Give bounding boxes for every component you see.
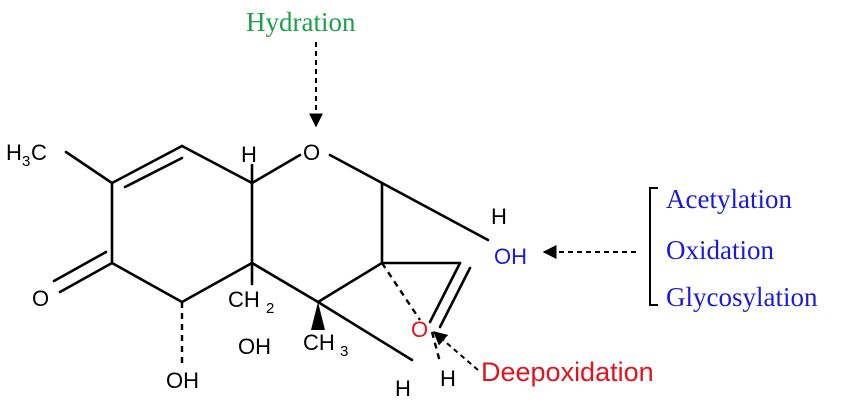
ketone-bond-1 [58, 261, 114, 294]
oxidation-label: Oxidation [666, 235, 774, 265]
methyl-c: C [31, 140, 47, 165]
ch2-sub: 2 [266, 300, 274, 317]
ch3-sub: 3 [340, 343, 348, 360]
ring-a-bond-4 [180, 261, 254, 304]
h-bottom-2: H [440, 366, 456, 391]
methyl-sub: 3 [22, 153, 30, 170]
epoxide-dashed-bond [381, 262, 421, 321]
ring-a-bond-5 [110, 261, 184, 304]
hydration-label: Hydration [246, 7, 356, 37]
ring-a-bond-1 [110, 144, 184, 185]
ring-oxygen: O [303, 140, 320, 165]
epoxide-bond-3 [438, 266, 472, 329]
epoxide-bond-2 [428, 261, 462, 324]
c2-side-bond [380, 181, 490, 242]
epoxide-oxygen: O [411, 317, 428, 342]
c13-bond [316, 300, 414, 362]
ring-b-bond-1 [250, 153, 302, 185]
bracket [649, 187, 658, 306]
deepoxidation-arrow [432, 331, 479, 371]
ch3-label: CH [303, 330, 335, 355]
glycosylation-label: Glycosylation [666, 282, 818, 312]
methyl-h: H [6, 140, 22, 165]
ring-b-bond-5 [250, 261, 320, 304]
h-bottom-1: H [395, 376, 411, 401]
oh-ch2: OH [238, 334, 271, 359]
ring-a-double-bond [123, 156, 184, 189]
bonds [52, 144, 490, 362]
ketone-bond-2 [52, 250, 108, 283]
ring-b-bond-4 [316, 261, 384, 304]
h-on-oh: H [491, 204, 507, 229]
acetylation-label: Acetylation [666, 184, 792, 214]
ch2-label: CH [228, 287, 260, 312]
methyl-bond [64, 150, 114, 185]
h-dashed-bond [430, 331, 442, 363]
ketone-oxygen: O [32, 286, 49, 311]
ring-a-bond-2 [180, 144, 254, 185]
ch3-wedge-bond [311, 302, 325, 330]
oh-bottom: OH [166, 368, 199, 393]
deepoxidation-label: Deepoxidation [481, 357, 654, 387]
ring-b-bond-2 [328, 153, 384, 185]
oh-modification-site: OH [494, 244, 527, 269]
h-top: H [241, 142, 257, 167]
atom-labels: H 3 C O O H H OH O CH 2 OH CH 3 OH H H [6, 140, 527, 401]
